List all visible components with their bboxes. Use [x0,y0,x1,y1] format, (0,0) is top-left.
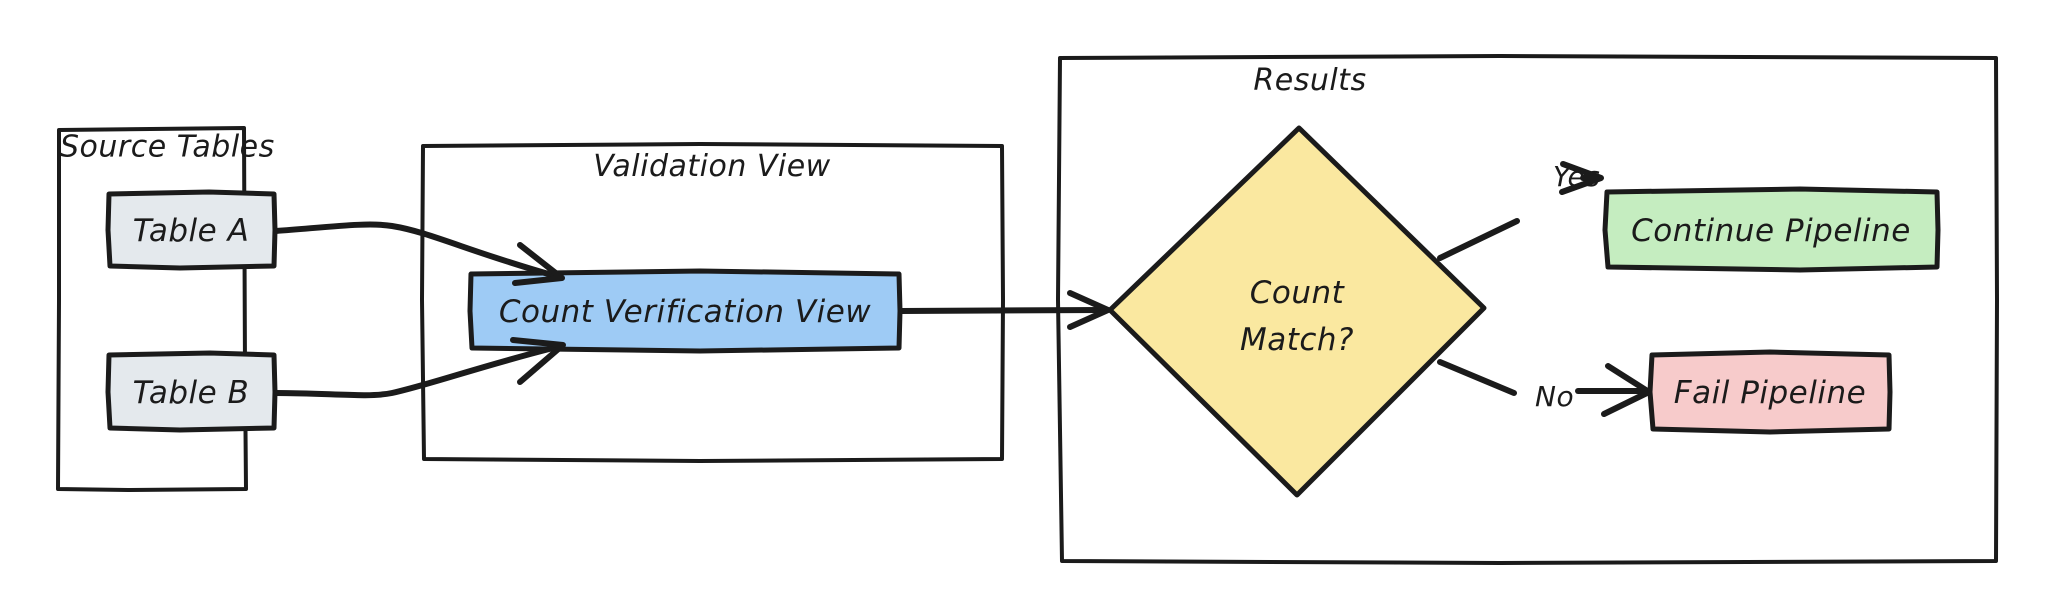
results-frame [1056,54,1999,565]
node-table-b[interactable]: Table B [105,350,278,433]
count-verification-view-label: Count Verification View [499,294,871,330]
group-source-tables: Source Tables [56,126,275,492]
validation-view-title: Validation View [593,149,830,184]
count-match-shape[interactable] [1107,125,1487,498]
table-b-label: Table B [133,375,250,411]
table-b-shape[interactable] [105,350,278,433]
node-count-verification-view[interactable]: Count Verification View [467,268,903,354]
edge-table-b-to-view-arrowhead [510,337,566,385]
edge-view-to-decision-line [898,307,1107,314]
source-tables-frame [56,126,248,492]
edge-no-branch-label: No [1535,380,1574,413]
source-tables-title: Source Tables [60,130,275,165]
table-a-shape[interactable] [105,189,278,271]
edge-view-to-decision-arrowhead [1067,290,1111,330]
edge-table-b-to-view-line [273,345,556,399]
fail-pipeline-shape[interactable] [1647,349,1893,435]
edge-table-a-to-view-arrowhead [512,242,565,286]
node-fail-pipeline[interactable]: Fail Pipeline [1647,349,1893,435]
edge-table-b-to-view [273,337,566,399]
node-continue-pipeline[interactable]: Continue Pipeline [1602,186,1941,273]
count-match-label-line2: Match? [1240,322,1354,358]
edge-view-to-decision [898,290,1111,330]
node-table-a[interactable]: Table A [105,189,278,271]
edge-yes-branch-arrowhead [1559,161,1604,195]
results-title: Results [1253,63,1366,98]
edge-table-a-to-view-line [273,221,555,278]
table-a-label: Table A [133,213,250,249]
count-match-label-line1: Count [1250,275,1346,311]
fail-pipeline-label: Fail Pipeline [1674,375,1866,411]
edge-no-branch: No [1437,359,1652,417]
group-results: Results [1056,54,1999,565]
continue-pipeline-label: Continue Pipeline [1631,213,1911,249]
edge-yes-branch-line [1437,218,1520,261]
continue-pipeline-shape[interactable] [1602,186,1941,273]
edge-no-branch-line [1437,359,1517,396]
node-count-match[interactable]: Count Match? [1107,125,1487,498]
validation-view-frame [420,142,1005,463]
group-validation-view: Validation View [420,142,1005,463]
edge-no-branch-arrowhead [1601,363,1652,417]
edge-yes-branch: Yes [1437,160,1604,261]
count-verification-view-shape[interactable] [467,268,903,354]
edge-table-a-to-view [273,221,565,286]
